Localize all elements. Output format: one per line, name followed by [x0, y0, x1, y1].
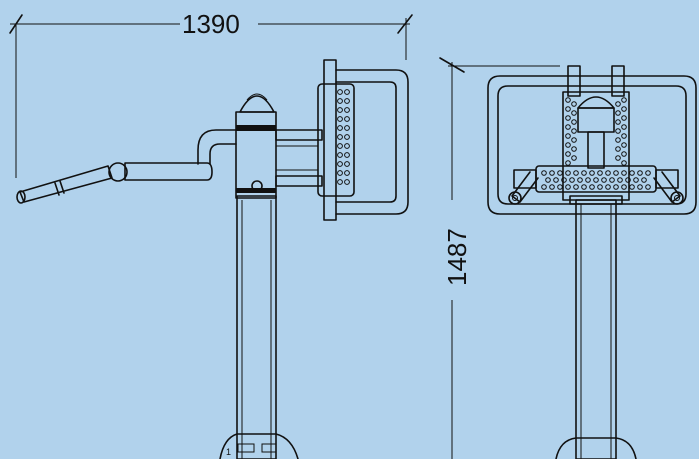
svg-text:1: 1 [226, 447, 231, 457]
side-pad-holes [337, 89, 350, 185]
width-label: 1390 [182, 9, 240, 39]
front-bar-holes [541, 170, 651, 190]
height-dimension: 1487 [439, 57, 560, 459]
width-dimension: 1390 [9, 9, 413, 178]
height-label: 1487 [442, 228, 472, 286]
front-frame-holes [565, 97, 627, 166]
front-view [487, 65, 697, 459]
side-view: 1 [16, 59, 409, 459]
